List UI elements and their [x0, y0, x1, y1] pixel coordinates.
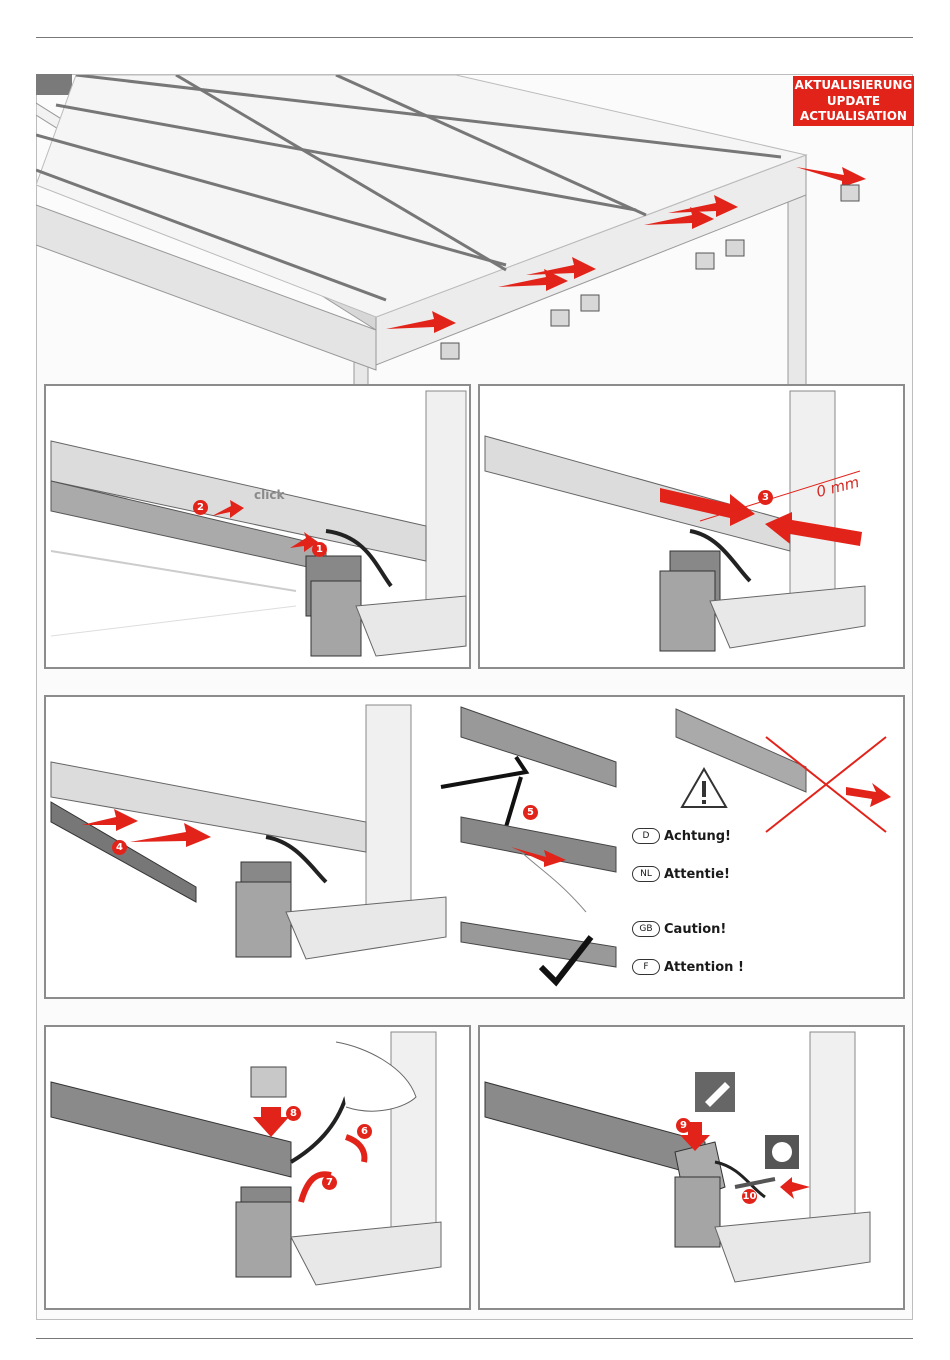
panel-gap-step: 3 0 mm [478, 384, 905, 669]
warning-gb: GB Caution! [632, 920, 726, 938]
lang-code-f: F [632, 959, 660, 975]
step-marker-4: 4 [112, 840, 127, 855]
top-rule [36, 37, 913, 38]
step-marker-7: 7 [322, 1175, 337, 1190]
badge-line-2: UPDATE [793, 94, 914, 110]
bottom-rule [36, 1338, 913, 1339]
step-marker-10: 10 [742, 1189, 757, 1204]
step-marker-6: 6 [357, 1124, 372, 1139]
overview-illustration [36, 75, 913, 385]
warning-text-de: Achtung! [664, 829, 731, 844]
lang-code-gb: GB [632, 921, 660, 937]
warning-text-f: Attention ! [664, 960, 744, 975]
step-marker-1: 1 [312, 542, 327, 557]
step-marker-9: 9 [676, 1118, 691, 1133]
step-marker-8: 8 [286, 1106, 301, 1121]
panel-fix-step: 9 10 [478, 1025, 905, 1310]
warning-f: F Attention ! [632, 958, 744, 976]
badge-line-1: AKTUALISIERUNG [793, 78, 914, 94]
step-marker-2: 2 [193, 500, 208, 515]
step-marker-3: 3 [758, 490, 773, 505]
lang-code-nl: NL [632, 866, 660, 882]
warning-text-gb: Caution! [664, 922, 726, 937]
panel-cap-step: 8 6 7 [44, 1025, 471, 1310]
step-marker-5: 5 [523, 805, 538, 820]
update-badge: AKTUALISIERUNG UPDATE ACTUALISATION [793, 76, 914, 126]
panel-click-step: 2 1 click [44, 384, 471, 669]
warning-de: D Achtung! [632, 827, 731, 845]
badge-line-3: ACTUALISATION [793, 109, 914, 125]
warning-nl: NL Attentie! [632, 865, 730, 883]
lang-code-de: D [632, 828, 660, 844]
warning-text-nl: Attentie! [664, 867, 730, 882]
click-label: click [254, 488, 284, 502]
panel-seal-step: 4 5 D Achtung! NL Attentie! GB Caution! … [44, 695, 905, 999]
